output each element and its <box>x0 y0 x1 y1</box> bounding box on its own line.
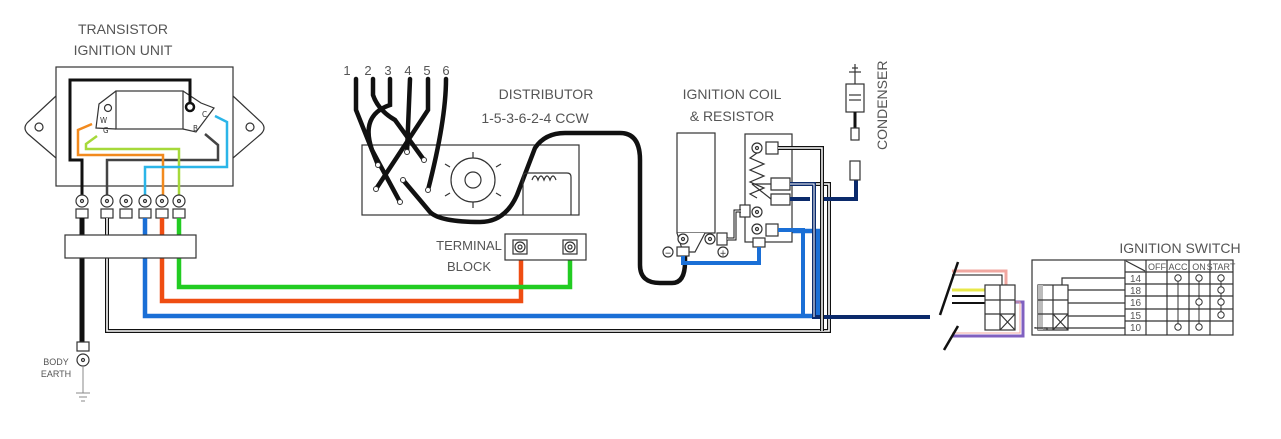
col-on: ON <box>1192 262 1206 272</box>
switch-contact-start <box>1217 298 1225 306</box>
pos-symbol: + <box>720 249 727 259</box>
switch-contact-marks <box>1174 274 1225 331</box>
body-earth-label-1: BODY <box>43 357 69 367</box>
col-acc: ACC <box>1168 262 1188 272</box>
coil-label-1: IGNITION COIL <box>683 86 782 102</box>
wire-orange <box>159 218 524 304</box>
switch-contact-on <box>1195 323 1203 331</box>
cyl-label-3: 3 <box>384 63 391 78</box>
rotor-gear-icon <box>444 152 502 208</box>
switch-connector <box>938 261 1025 351</box>
terminal-1 <box>75 194 89 219</box>
mount-ear-right <box>232 95 265 159</box>
lead-5 <box>373 76 431 192</box>
wire-orange-w <box>76 122 165 200</box>
terminal-block-label-1: TERMINAL <box>436 238 502 253</box>
condenser-label: CONDENSER <box>874 61 890 150</box>
terminal-3 <box>119 194 133 219</box>
row-16: 16 <box>1130 298 1142 309</box>
pin-w: W <box>100 116 107 125</box>
condenser-icon <box>845 83 865 113</box>
switch-contact-on <box>1195 298 1203 306</box>
ignition-switch: IGNITION SWITCH OFF ACC ON START 14 18 1… <box>1031 240 1241 336</box>
cyl-label-2: 2 <box>364 63 371 78</box>
wire-gray-b <box>105 133 220 200</box>
harness-clamp <box>64 234 197 259</box>
coil-label-2: & RESISTOR <box>690 108 775 124</box>
terminal-4 <box>138 194 152 219</box>
switch-contact-start <box>1217 286 1225 294</box>
neg-symbol: − <box>665 249 672 259</box>
row-14: 14 <box>1130 274 1142 285</box>
unit-connector-terminals <box>75 194 186 219</box>
cyl-label-4: 4 <box>404 63 411 78</box>
switch-contact-start <box>1217 274 1225 282</box>
coil-body <box>676 132 716 234</box>
pin-c: C <box>202 110 207 119</box>
switch-contact-acc <box>1174 274 1182 282</box>
ignition-coil-resistor: IGNITION COIL & RESISTOR − + <box>662 86 930 331</box>
harness-break-bottom <box>942 325 960 351</box>
col-off: OFF <box>1148 262 1166 272</box>
lead-6 <box>425 76 449 193</box>
negative-terminal-icon <box>662 246 674 258</box>
resistor-icon <box>748 152 766 199</box>
terminal-block: TERMINAL BLOCK <box>436 233 587 274</box>
terminal-block-label-2: BLOCK <box>447 259 491 274</box>
transistor-unit-label-2: IGNITION UNIT <box>74 42 173 58</box>
harness-break-top <box>938 261 960 316</box>
body-earth: BODY EARTH <box>41 341 90 402</box>
switch-contact-start <box>1217 311 1225 319</box>
wire-lightblue-c <box>143 114 229 200</box>
wire-black-ground <box>68 78 192 200</box>
pin-b: B <box>193 124 198 133</box>
distributor-cap <box>361 144 580 216</box>
cyl-label-6: 6 <box>442 63 449 78</box>
body-earth-label-2: EARTH <box>41 369 71 379</box>
row-15: 15 <box>1130 311 1142 322</box>
pin-g: G <box>103 126 109 135</box>
distributor-label: DISTRIBUTOR <box>499 86 594 102</box>
terminal-5 <box>155 194 169 219</box>
distributor: 1 2 3 4 5 6 DISTRIBUTOR 1-5-3-6-2-4 CCW <box>343 63 688 286</box>
plug-leads <box>353 76 688 286</box>
mount-hole-left <box>34 122 44 132</box>
firing-order-label: 1-5-3-6-2-4 CCW <box>481 110 589 126</box>
ignition-switch-label: IGNITION SWITCH <box>1119 240 1240 256</box>
lead-3 <box>366 76 403 205</box>
switch-contact-on <box>1195 274 1203 282</box>
condenser: CONDENSER <box>845 61 890 181</box>
coil-lead <box>400 130 688 286</box>
cyl-label-1: 1 <box>343 63 350 78</box>
mount-ear-left <box>24 95 57 159</box>
terminal-6 <box>172 194 186 219</box>
pickup-coil-icon <box>522 172 572 215</box>
mount-hole-right <box>245 122 255 132</box>
col-start: START <box>1207 262 1236 272</box>
positive-terminal-icon <box>717 246 729 258</box>
row-10: 10 <box>1130 323 1142 334</box>
module-body <box>115 90 184 130</box>
transistor-ignition-unit: TRANSISTOR IGNITION UNIT W G C B <box>24 21 265 200</box>
switch-contact-acc <box>1174 323 1182 331</box>
row-18: 18 <box>1130 286 1142 297</box>
terminal-2 <box>100 194 114 219</box>
cyl-label-5: 5 <box>423 63 430 78</box>
transistor-unit-label-1: TRANSISTOR <box>78 21 168 37</box>
